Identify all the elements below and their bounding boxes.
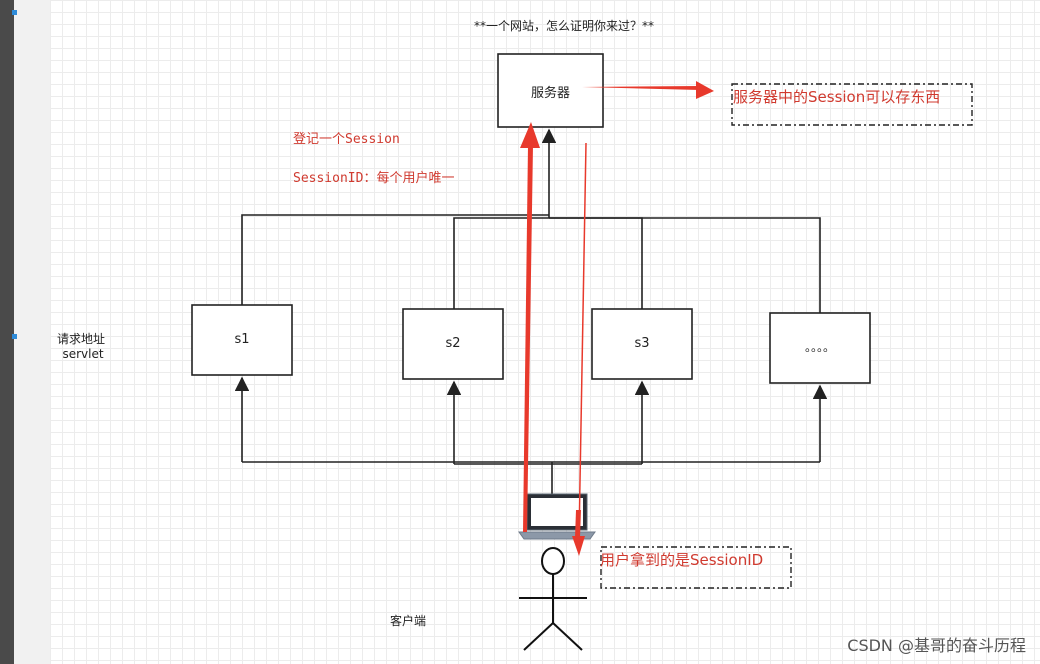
register-session-note: 登记一个Session — [293, 132, 400, 147]
server-note-box — [731, 83, 973, 126]
server-store-note: 服务器中的Session可以存东西 — [733, 88, 941, 106]
user-sessionid-note: 用户拿到的是SessionID — [600, 551, 764, 569]
request-label: 请求地址 servlet — [57, 330, 105, 361]
node-box-s1[interactable] — [191, 304, 293, 376]
client-label: 客户端 — [390, 614, 427, 628]
node-box-more[interactable] — [769, 312, 871, 384]
node-label-s3: s3 — [634, 336, 650, 351]
client-to-node-connectors — [234, 376, 828, 494]
selection-handle-top[interactable] — [12, 10, 17, 15]
laptop-icon — [518, 493, 596, 540]
node-box-s2[interactable] — [402, 308, 504, 380]
node-box-s3[interactable] — [591, 308, 693, 380]
sessionid-unique-note: SessionID：每个用户唯一 — [293, 171, 455, 186]
left-panel-strip — [0, 0, 14, 664]
server-label: 服务器 — [530, 86, 570, 101]
node-to-server-connectors — [241, 128, 821, 313]
csdn-watermark: CSDN @基哥的奋斗历程 — [847, 636, 1026, 655]
diagram-title: **一个网站，怎么证明你来过？** — [474, 19, 655, 33]
request-label-line1: 请求地址 — [57, 332, 106, 346]
server-box[interactable] — [497, 53, 604, 128]
node-label-s2: s2 — [445, 336, 461, 351]
user-note-box — [600, 546, 792, 589]
red-annotation-arrows — [520, 81, 714, 556]
request-label-line2: servlet — [62, 347, 104, 361]
node-label-s1: s1 — [234, 332, 250, 347]
vertical-ruler — [14, 0, 51, 664]
selection-handle-middle[interactable] — [12, 334, 17, 339]
user-figure-icon — [519, 547, 587, 651]
node-label-more: 。。。。 — [804, 340, 835, 354]
